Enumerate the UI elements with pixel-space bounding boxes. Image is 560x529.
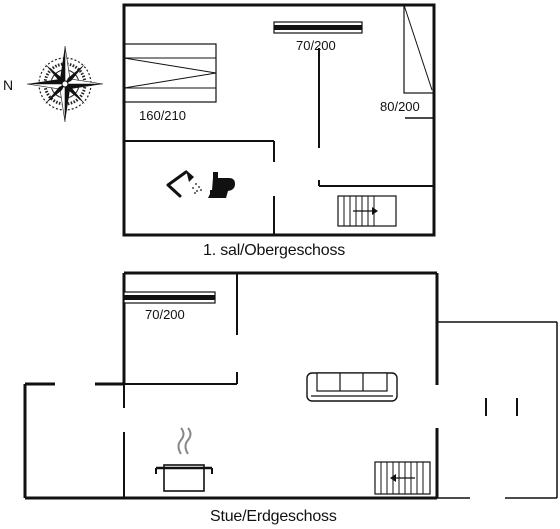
compass-north-label: N: [3, 77, 13, 93]
ground-floor-plan: 70/200: [23, 271, 558, 500]
shower-icon: [166, 170, 202, 198]
toilet-icon: [208, 172, 235, 198]
double-bed-label: 160/210: [139, 108, 186, 123]
ground-floor-caption: Stue/Erdgeschoss: [210, 508, 337, 525]
single-bed-right-icon: [403, 4, 435, 94]
single-bed-top-label: 70/200: [296, 38, 336, 53]
staircase-upper-icon: [337, 195, 397, 227]
double-bed-icon: [123, 43, 217, 103]
staircase-ground-icon: [374, 461, 431, 495]
upper-floor-caption: 1. sal/Obergeschoss: [203, 242, 346, 259]
single-bed-right-label: 80/200: [380, 99, 420, 114]
sofa-icon: [306, 372, 398, 402]
single-bed-ground-icon: [123, 291, 216, 304]
single-bed-ground-label: 70/200: [145, 307, 185, 322]
terrace-outline: [437, 321, 558, 499]
upper-floor-plan: 160/210 70/200 80/200: [122, 3, 436, 237]
upper-floor-outer-wall: [122, 3, 436, 237]
compass-rose-icon: [26, 45, 104, 123]
cooking-pot-icon: [155, 427, 213, 492]
single-bed-top-icon: [273, 21, 363, 34]
